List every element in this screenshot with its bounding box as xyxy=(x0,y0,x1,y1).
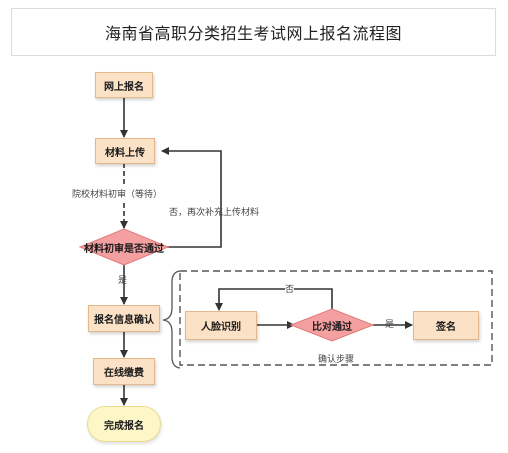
step-online-payment: 在线缴费 xyxy=(93,358,155,385)
confirm-steps-container xyxy=(179,270,493,366)
initial-review-note: 院校材料初审（等待） xyxy=(70,187,165,200)
review-decision-diamond xyxy=(78,228,170,266)
review-decision-label: 材料初审是否通过 xyxy=(84,243,164,255)
arrow-compare-retry xyxy=(215,288,333,311)
step-online-signup: 网上报名 xyxy=(95,72,153,98)
step-sign: 签名 xyxy=(413,311,479,340)
step-complete: 完成报名 xyxy=(87,406,161,442)
step-face-recognition: 人脸识别 xyxy=(185,311,257,340)
confirm-steps-label: 确认步骤 xyxy=(318,355,355,365)
no-compare-label: 否 xyxy=(285,282,295,295)
compare-decision-diamond xyxy=(289,308,375,342)
yes-compare-label: 是 xyxy=(385,320,395,330)
yes-main-label: 是 xyxy=(118,276,128,286)
page-title: 海南省高职分类招生考试网上报名流程图 xyxy=(11,8,496,56)
arrow-resubmit-loop xyxy=(161,147,222,248)
step-confirm-info: 报名信息确认 xyxy=(88,305,160,332)
step-upload-materials: 材料上传 xyxy=(95,138,155,164)
compare-decision-label: 比对通过 xyxy=(312,321,352,333)
resubmit-note: 否，再次补充上传材料 xyxy=(169,208,260,218)
confirm-steps-brace xyxy=(162,270,181,369)
